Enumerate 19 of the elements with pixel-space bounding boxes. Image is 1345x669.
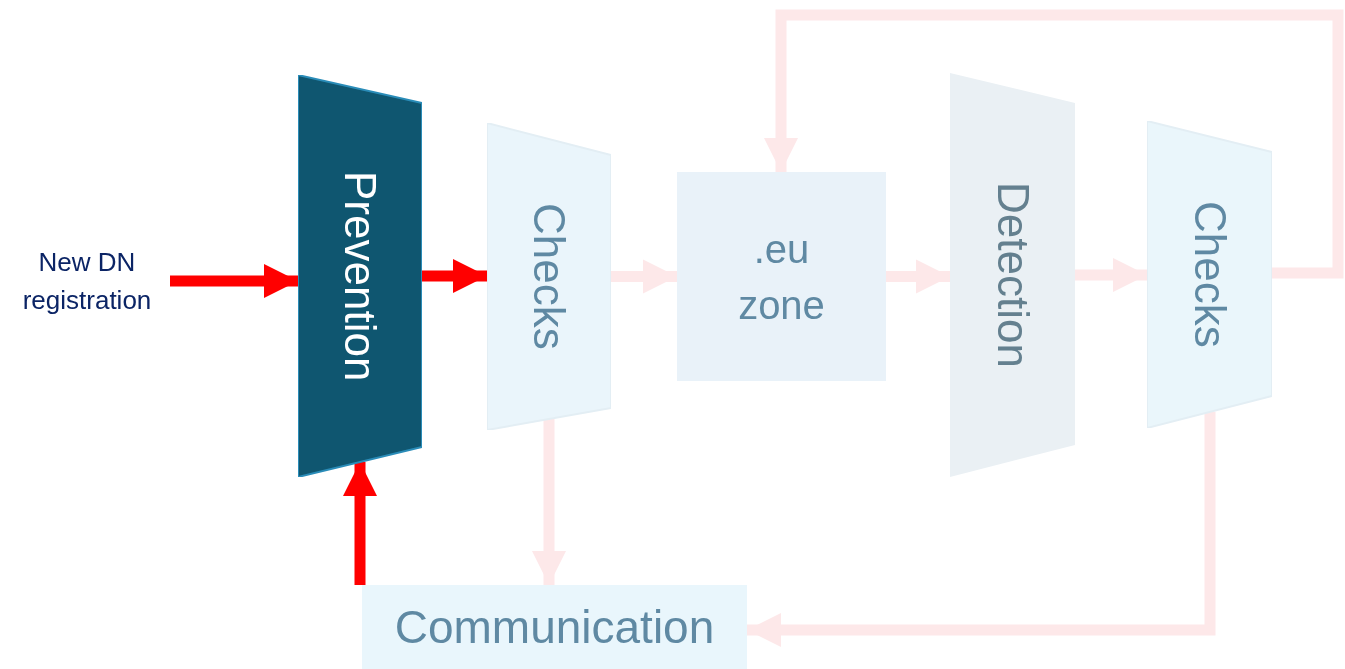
block-label: Detection — [990, 182, 1035, 368]
block-label: .eu zone — [737, 225, 826, 329]
trapezoid-block — [298, 75, 422, 477]
arrow — [1075, 258, 1147, 292]
trapezoid-block — [487, 123, 611, 430]
arrow — [170, 264, 298, 298]
block-label: Communication — [394, 599, 715, 655]
arrow — [611, 259, 677, 294]
arrow — [532, 419, 566, 585]
block-label: Checks — [1187, 201, 1232, 348]
process-box — [362, 585, 747, 669]
trapezoid-block — [1147, 121, 1272, 428]
arrow — [747, 411, 1216, 647]
block-label: Prevention — [338, 170, 382, 382]
arrow — [343, 462, 377, 585]
arrow — [422, 259, 487, 293]
block-label: Checks — [527, 203, 571, 350]
input-label: New DN registration — [21, 246, 153, 317]
arrow — [764, 9, 1344, 279]
